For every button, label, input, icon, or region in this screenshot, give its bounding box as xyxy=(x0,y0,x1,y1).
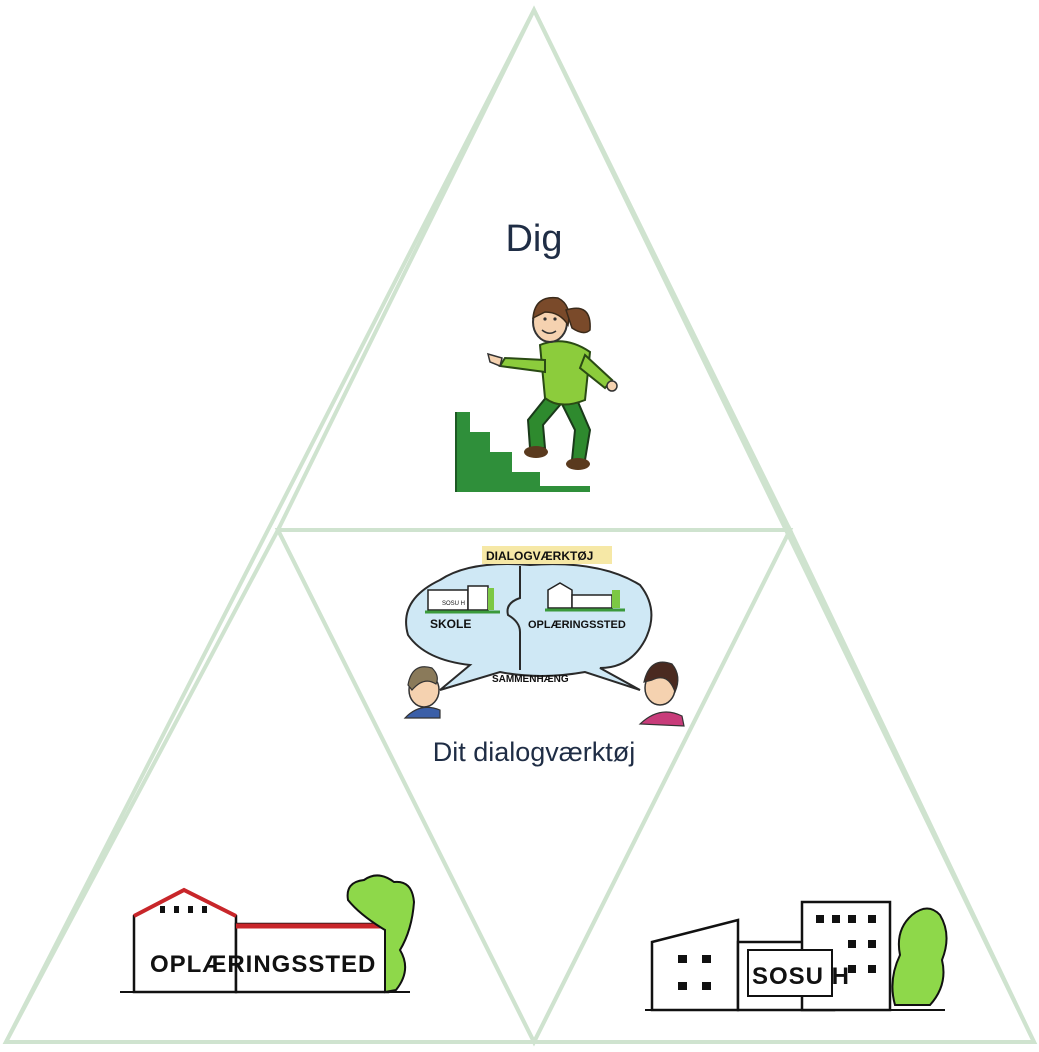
puzzle-divider xyxy=(506,566,521,670)
sosu-sign: SOSU H xyxy=(752,963,850,990)
stairs-climber-illustration xyxy=(455,296,618,492)
roof-red-left xyxy=(133,887,237,918)
oplaeringssted-sign: OPLÆRINGSSTED xyxy=(150,951,376,978)
stairs-shape xyxy=(456,412,590,492)
ponytail xyxy=(565,307,591,334)
bottom-left-segment[interactable] xyxy=(2,525,538,1044)
dialogvaerktoj-header: DIALOGVÆRKTØJ xyxy=(486,549,593,563)
mini-school-building xyxy=(427,589,469,611)
dialogvaerktoj-label: Dit dialogværktøj xyxy=(432,737,636,767)
dig-label: Dig xyxy=(505,218,563,260)
building-wing xyxy=(234,922,390,994)
tree-right xyxy=(891,907,948,1006)
sammenhaeng-label: SAMMENHÆNG xyxy=(492,674,569,685)
oplaeringssted-mini-label: OPLÆRINGSSTED xyxy=(528,619,626,631)
skole-label: SKOLE xyxy=(430,617,471,631)
tree-left xyxy=(346,874,416,994)
bottom-right-segment[interactable] xyxy=(530,525,1038,1044)
sosu-building-illustration: SOSU H xyxy=(645,900,948,1012)
shirt xyxy=(538,340,592,406)
triangle-outline xyxy=(2,5,1038,1047)
oplaeringssted-building-illustration: OPLÆRINGSSTED xyxy=(120,874,416,994)
mini-school-sign: SOSU H xyxy=(442,601,465,607)
dialog-tool-illustration: SOSU H SKOLE OPLÆRINGSSTED DIALOGVÆRKTØJ… xyxy=(403,546,685,727)
